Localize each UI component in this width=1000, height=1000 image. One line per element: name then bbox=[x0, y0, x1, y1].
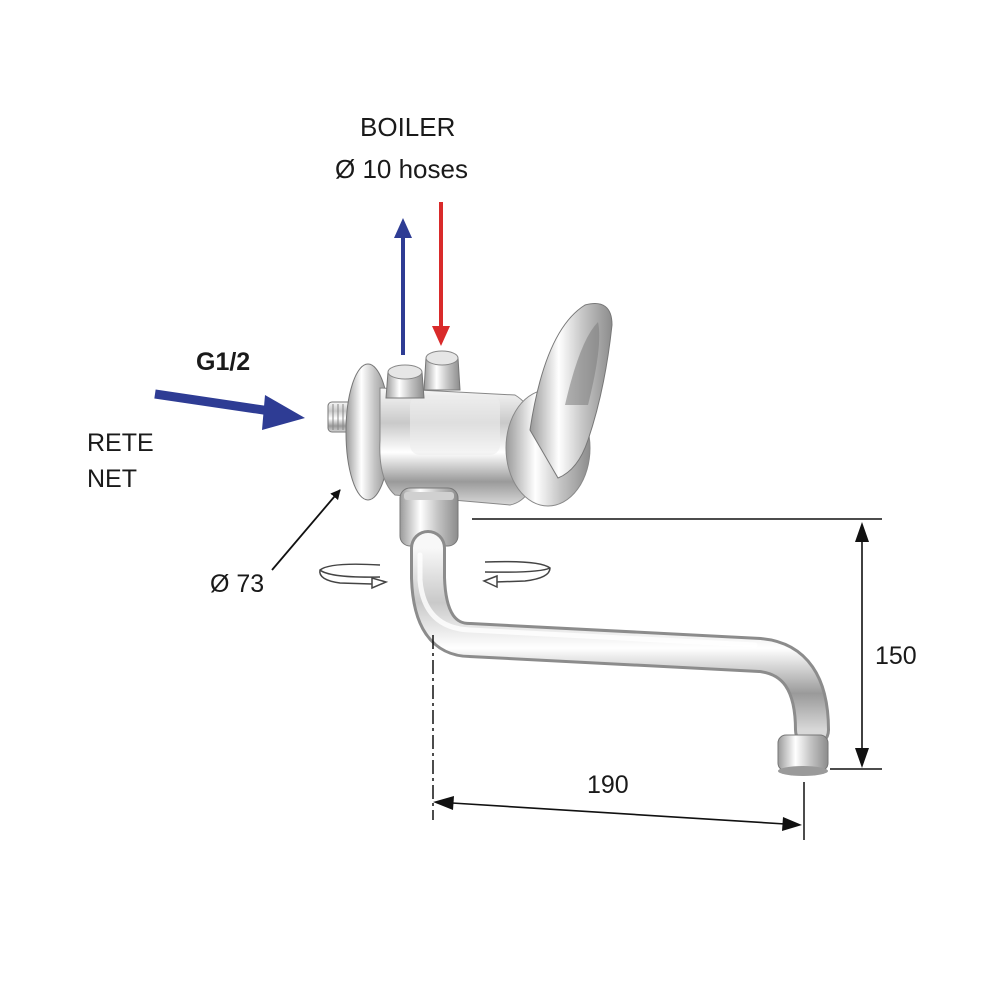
faucet-body bbox=[327, 303, 830, 776]
rosette-diameter-label: Ø 73 bbox=[210, 570, 265, 598]
hose-diameter-label: Ø 10 hoses bbox=[335, 154, 468, 184]
rosette-pointer bbox=[271, 489, 341, 571]
net-label: NET bbox=[87, 465, 137, 493]
rotation-arrow-icon bbox=[482, 560, 551, 589]
height-dimension-label: 150 bbox=[875, 642, 917, 670]
boiler-label: BOILER bbox=[360, 112, 456, 142]
mains-inlet-arrow bbox=[154, 389, 305, 430]
height-dimension-lines bbox=[472, 518, 882, 770]
rotation-arrow-icon bbox=[319, 563, 389, 590]
reach-dimension-lines bbox=[432, 635, 805, 840]
reach-dimension-label: 190 bbox=[587, 771, 629, 799]
hot-inlet-arrow bbox=[432, 202, 450, 346]
thread-size-label: G1/2 bbox=[196, 348, 251, 376]
rete-label: RETE bbox=[87, 429, 154, 457]
cold-outlet-arrow bbox=[394, 218, 412, 355]
